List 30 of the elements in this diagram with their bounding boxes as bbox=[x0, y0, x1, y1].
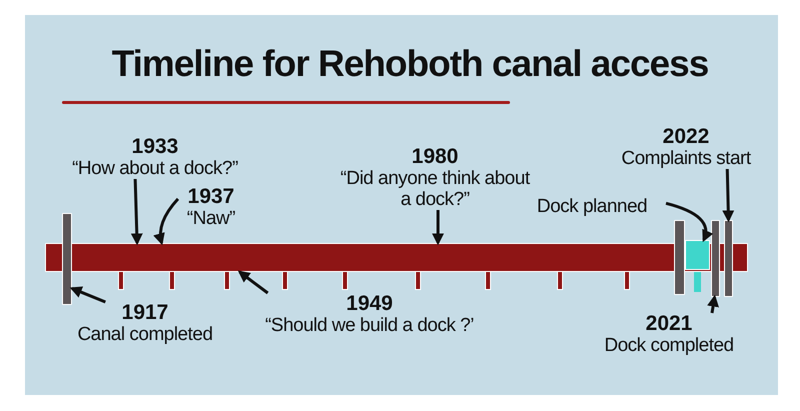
year-label: 1949 bbox=[345, 293, 394, 315]
post bbox=[674, 220, 685, 295]
year-label: 1917 bbox=[120, 302, 170, 324]
arrow bbox=[666, 202, 713, 242]
year-label: 1937 bbox=[186, 186, 236, 208]
arrow bbox=[154, 198, 180, 246]
annotation-text: “How about a dock?” bbox=[71, 158, 239, 179]
dock-block bbox=[685, 240, 710, 270]
dock-post bbox=[711, 220, 720, 297]
annotation-text: Dock planned bbox=[536, 196, 648, 217]
annotation-text: “Did anyone think about a dock?” bbox=[339, 168, 531, 210]
arrow bbox=[432, 210, 444, 246]
arrow bbox=[707, 294, 719, 314]
arrow bbox=[70, 286, 106, 304]
annotation-text: Canal completed bbox=[76, 324, 214, 345]
timeline-bar bbox=[45, 243, 748, 272]
annotation-text: Dock completed bbox=[603, 335, 735, 356]
arrow bbox=[722, 168, 734, 222]
year-label: 2021 bbox=[644, 313, 694, 335]
year-label: 2022 bbox=[662, 126, 710, 148]
canal-post bbox=[62, 213, 72, 305]
annotation-text: “Should we build a dock ?’ bbox=[264, 315, 475, 336]
post bbox=[724, 220, 733, 297]
year-label: 1933 bbox=[130, 136, 180, 158]
annotation-text: “Naw” bbox=[186, 208, 236, 229]
year-label: 1980 bbox=[410, 146, 460, 168]
title: Timeline for Rehoboth canal access bbox=[110, 42, 710, 86]
annotation-text: Complaints start bbox=[620, 148, 752, 169]
arrow bbox=[130, 178, 143, 246]
arrow bbox=[238, 270, 269, 294]
